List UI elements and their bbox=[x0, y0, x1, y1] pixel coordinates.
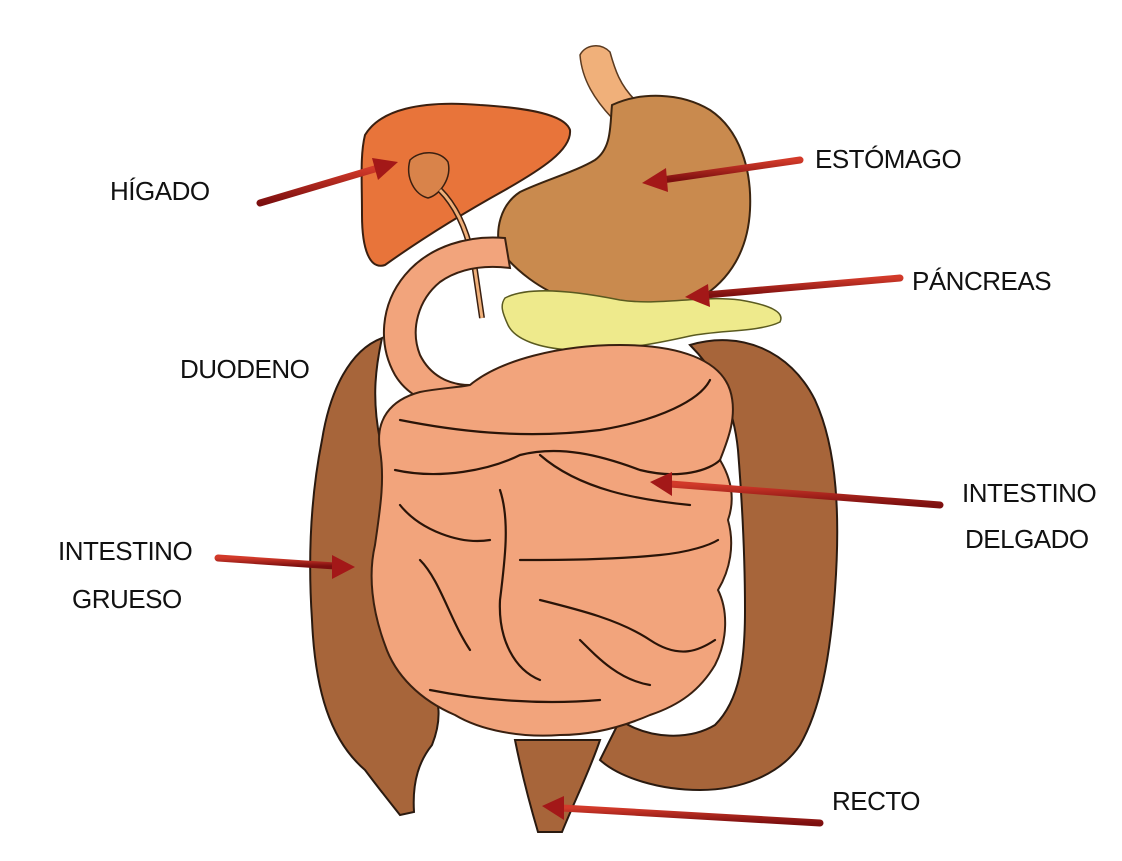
label-recto: RECTO bbox=[832, 786, 920, 816]
label-estomago: ESTÓMAGO bbox=[815, 144, 961, 174]
label-higado: HÍGADO bbox=[110, 176, 210, 206]
label-intestino-grueso-line2: GRUESO bbox=[72, 584, 182, 614]
small-intestine-shape bbox=[372, 345, 733, 736]
rectum bbox=[515, 740, 600, 832]
label-intestino-delgado-line2: DELGADO bbox=[965, 524, 1089, 554]
arrow-recto bbox=[542, 796, 820, 823]
label-intestino-delgado-line1: INTESTINO bbox=[962, 478, 1096, 508]
small-intestine bbox=[372, 345, 733, 736]
label-intestino-grueso-line1: INTESTINO bbox=[58, 536, 192, 566]
label-pancreas: PÁNCREAS bbox=[912, 266, 1051, 296]
stomach bbox=[498, 46, 750, 312]
label-duodeno: DUODENO bbox=[180, 354, 309, 384]
arrow-intestino-grueso bbox=[218, 555, 355, 579]
